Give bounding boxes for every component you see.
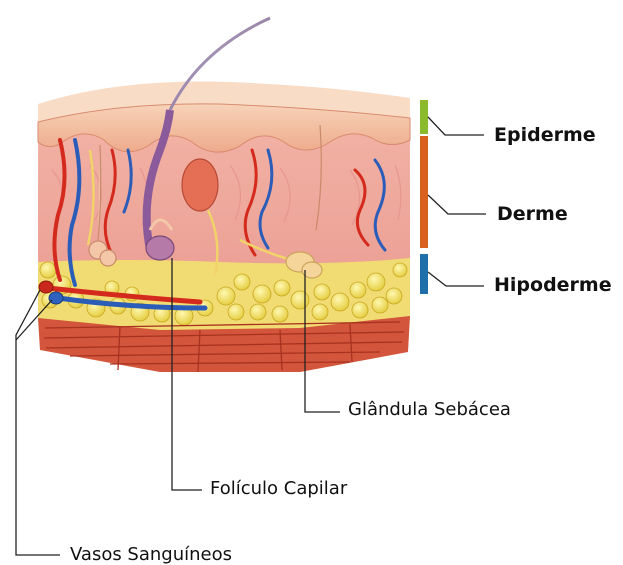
dermis-label: Derme: [497, 203, 568, 225]
epidermis-leader: [428, 117, 484, 135]
blood-vessels-label: Vasos Sanguíneos: [70, 544, 232, 565]
hypodermis-leader: [428, 272, 484, 286]
dermis-bar: [420, 136, 428, 248]
sebaceous-gland-label: Glândula Sebácea: [348, 399, 511, 420]
hair-follicle-label: Folículo Capilar: [210, 478, 347, 499]
hypodermis-label: Hipoderme: [494, 274, 612, 296]
epidermis-label: Epiderme: [494, 124, 596, 146]
dermis-leader: [428, 195, 486, 214]
epidermis-bar: [420, 100, 428, 134]
hypodermis-bar: [420, 254, 428, 294]
